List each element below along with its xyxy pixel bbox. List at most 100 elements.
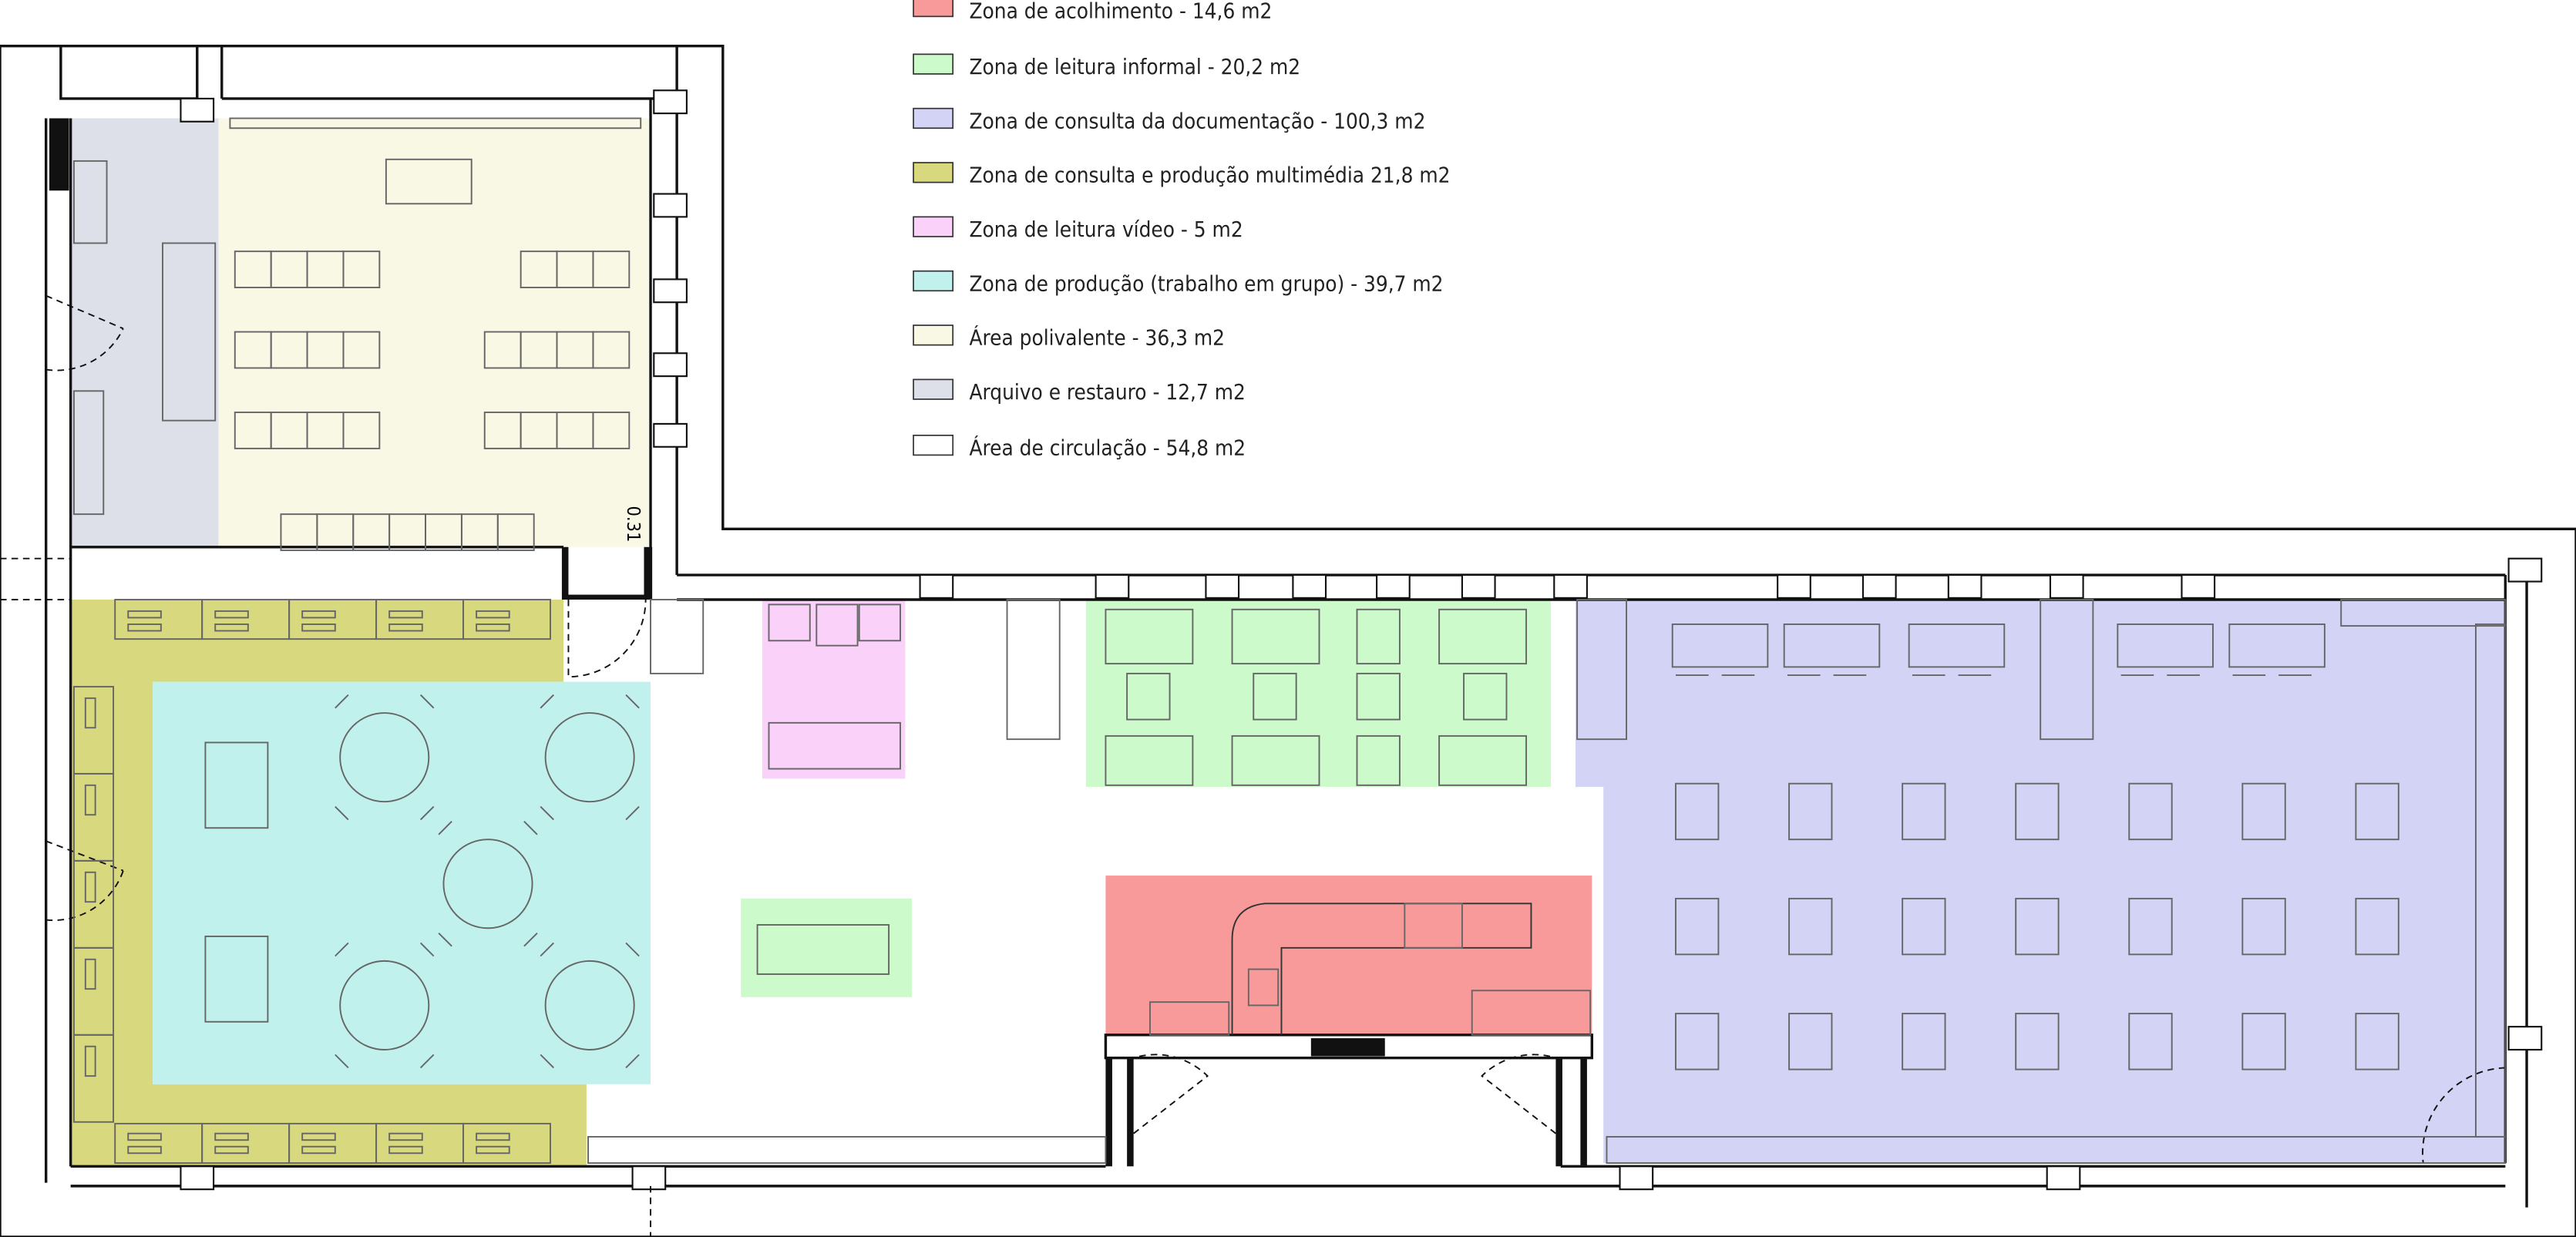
legend-item: Zona de produção (trabalho em grupo) - 3… xyxy=(913,270,1444,296)
counter-unit xyxy=(1404,903,1463,949)
furniture xyxy=(72,117,2507,1165)
keyboard xyxy=(388,1145,423,1155)
pillar xyxy=(2507,557,2543,583)
pillar xyxy=(919,573,954,599)
dimension-label: 0.31 xyxy=(623,506,644,543)
reading-desk xyxy=(1788,782,1833,841)
chair xyxy=(342,250,381,288)
keyboard xyxy=(127,624,162,632)
table xyxy=(1356,672,1401,721)
cabinet xyxy=(72,390,105,516)
tv xyxy=(816,603,859,647)
cabinet xyxy=(1471,990,1592,1036)
pillar xyxy=(1376,573,1411,599)
legend-swatch xyxy=(913,0,954,18)
pillar xyxy=(2046,1165,2081,1191)
pillar xyxy=(1777,573,1811,599)
chair xyxy=(335,805,349,821)
pillar xyxy=(631,1165,667,1191)
keyboard xyxy=(214,624,249,632)
chair xyxy=(342,331,381,369)
chair xyxy=(625,942,640,957)
keyboard xyxy=(84,697,96,729)
chair xyxy=(496,513,535,552)
chair xyxy=(419,805,435,821)
sofa xyxy=(1438,608,1528,665)
desk xyxy=(462,1122,551,1165)
reading-desk xyxy=(1675,1013,1720,1071)
legend-swatch xyxy=(913,107,954,129)
zone-acolhimento xyxy=(1105,876,1592,1035)
legend-label: Área polivalente - 36,3 m2 xyxy=(970,324,1225,351)
legend-label: Área de circulação - 54,8 m2 xyxy=(970,434,1246,460)
pillar xyxy=(1553,573,1588,599)
keyboard xyxy=(301,1145,336,1155)
chair xyxy=(523,932,538,947)
chair xyxy=(592,412,631,449)
zone-producao-grupo xyxy=(153,681,651,1084)
chair xyxy=(1356,608,1401,665)
table xyxy=(204,741,269,829)
reading-desk xyxy=(2128,1013,2173,1071)
desk xyxy=(1783,624,1881,668)
zone-arquivo-restauro xyxy=(70,118,219,547)
bookshelf xyxy=(1606,1135,2507,1165)
chair xyxy=(592,250,631,288)
pillar xyxy=(653,193,688,218)
pillar xyxy=(2507,1026,2543,1051)
reading-desk xyxy=(2241,782,2286,841)
legend-label: Zona de leitura vídeo - 5 m2 xyxy=(970,217,1243,242)
reception-counter xyxy=(1231,903,1532,1035)
chair xyxy=(419,1054,435,1069)
desk xyxy=(1671,624,1769,668)
legend-swatch xyxy=(913,270,954,292)
table xyxy=(204,935,269,1023)
reading-desk xyxy=(2355,1013,2399,1071)
sofa xyxy=(1231,734,1320,786)
table xyxy=(385,158,472,205)
legend-item: Área polivalente - 36,3 m2 xyxy=(913,324,1225,351)
zone-leitura-informal xyxy=(1085,599,1552,787)
reading-desk xyxy=(2241,897,2286,956)
pillar xyxy=(653,278,688,304)
desk xyxy=(1908,624,2006,668)
bookshelf xyxy=(2340,599,2507,627)
legend-label: Zona de leitura informal - 20,2 m2 xyxy=(970,54,1301,79)
keyboard xyxy=(84,871,96,903)
pillar xyxy=(653,89,688,115)
table xyxy=(1463,672,1508,721)
chair xyxy=(438,932,452,947)
chair xyxy=(540,805,554,821)
keyboard xyxy=(388,610,423,619)
round-table xyxy=(442,839,533,929)
reading-desk xyxy=(2015,782,2060,841)
keyboard xyxy=(476,1145,510,1155)
reading-desk xyxy=(1788,1013,1833,1071)
pillar xyxy=(1619,1165,1654,1191)
keyboard xyxy=(84,1045,96,1077)
zone-area-polivalente xyxy=(218,118,649,547)
zones xyxy=(70,118,2506,1167)
chair xyxy=(540,694,554,709)
reading-desk xyxy=(2241,1013,2286,1071)
desk xyxy=(72,1034,115,1123)
chair xyxy=(625,694,640,709)
legend-swatch xyxy=(913,378,954,400)
keyboard xyxy=(214,1132,249,1141)
chair xyxy=(419,694,435,709)
chair xyxy=(438,821,452,835)
chair xyxy=(1247,968,1280,1007)
sofa xyxy=(1231,608,1320,665)
walls: 0.31 xyxy=(0,45,2576,1237)
legend-label: Zona de consulta da documentação - 100,3… xyxy=(970,108,1426,133)
keyboard xyxy=(84,958,96,990)
chair xyxy=(419,942,435,957)
desk xyxy=(2117,624,2214,668)
chair xyxy=(523,821,538,835)
legend-swatch xyxy=(913,162,954,183)
chair xyxy=(625,1054,640,1069)
pillar xyxy=(1461,573,1496,599)
legend-label: Zona de produção (trabalho em grupo) - 3… xyxy=(970,271,1444,296)
keyboard xyxy=(388,1132,423,1141)
chair xyxy=(858,603,901,642)
